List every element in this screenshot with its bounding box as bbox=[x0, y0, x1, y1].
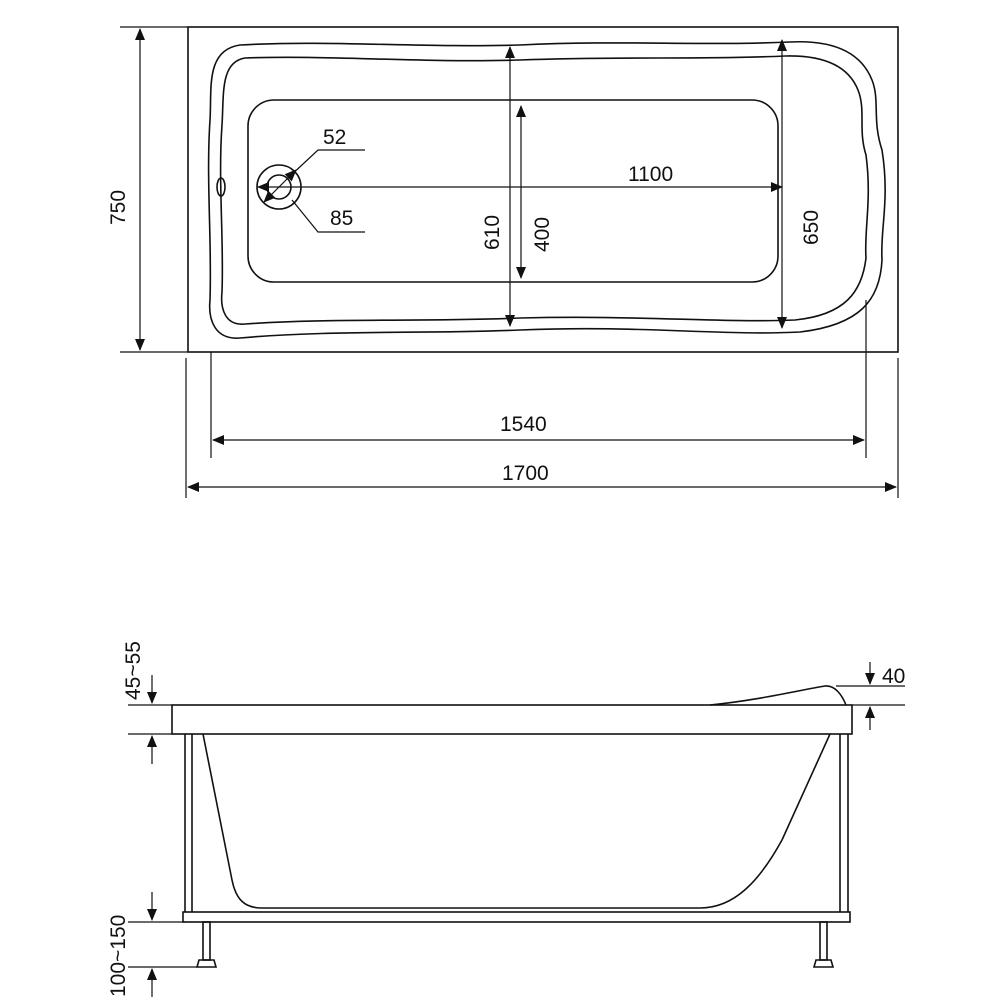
tub-rim-slab bbox=[171, 704, 853, 735]
side-view: 45~55 40 100~150 bbox=[107, 641, 905, 997]
dim-overall-width: 750 bbox=[107, 190, 130, 225]
tub-rim-contour bbox=[207, 40, 886, 339]
dim-headrest-height: 40 bbox=[882, 665, 905, 688]
tub-outer-outline bbox=[187, 26, 899, 353]
dim-leg-height: 100~150 bbox=[107, 915, 130, 997]
tub-inner-contour bbox=[219, 55, 870, 325]
drain-large-leader bbox=[291, 199, 365, 233]
headrest bbox=[709, 685, 847, 706]
foot-left bbox=[195, 959, 218, 968]
dim-bottom-length: 1100 bbox=[628, 163, 673, 186]
dim-overall-length: 1700 bbox=[502, 462, 549, 485]
dim-inner-width: 610 bbox=[481, 215, 504, 250]
leg-left bbox=[202, 921, 211, 961]
dim-head-width: 650 bbox=[800, 210, 823, 245]
overflow-hole bbox=[216, 177, 226, 197]
tub-body-profile bbox=[202, 733, 831, 909]
dim-drain-large: 85 bbox=[330, 207, 353, 230]
foot-right bbox=[812, 959, 835, 968]
dim-rim-thickness: 45~55 bbox=[122, 641, 145, 700]
leg-right bbox=[819, 921, 828, 961]
dim-drain-small: 52 bbox=[323, 126, 346, 149]
drain-small-leader bbox=[287, 149, 365, 179]
dim-rim-length: 1540 bbox=[500, 413, 547, 436]
top-view: 52 85 1100 610 400 650 750 1540 1700 bbox=[107, 26, 899, 498]
dim-bottom-width: 400 bbox=[531, 217, 554, 252]
frame-base bbox=[182, 911, 851, 923]
